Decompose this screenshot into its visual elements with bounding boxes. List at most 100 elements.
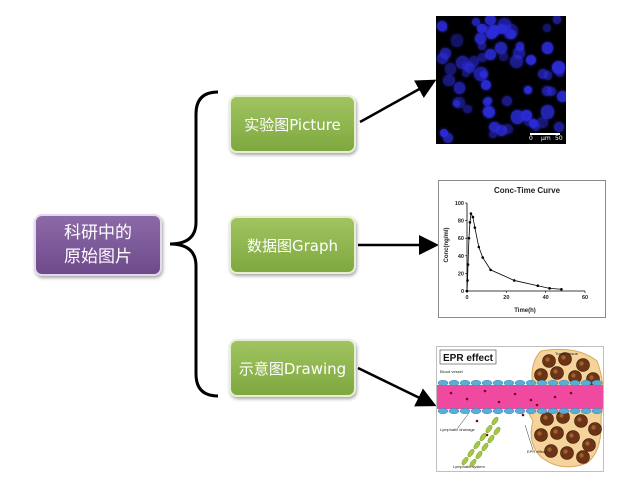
- endothelial-cell: [437, 380, 449, 387]
- chart-data-point: [481, 256, 485, 259]
- cell-nucleus: [453, 82, 466, 95]
- epr-label-drainage: Lymphatic drainage: [440, 427, 476, 432]
- endothelial-cell: [481, 408, 493, 415]
- nanoparticle: [535, 403, 539, 407]
- arrow-drawing: [357, 366, 437, 407]
- endothelium-top: [437, 380, 603, 387]
- cell-nucleus: [537, 116, 548, 128]
- tumor-cell-nucleus: [563, 449, 568, 454]
- nanoparticle: [483, 389, 487, 393]
- cell-nucleus: [495, 42, 508, 55]
- tumor-cell-group: [534, 352, 602, 464]
- cell-nucleus: [509, 54, 524, 69]
- endothelial-cell: [547, 408, 559, 415]
- epr-svg: EPR effect Tumor tissue Blood vessel Lym…: [437, 347, 603, 471]
- scale-bar: [530, 133, 560, 135]
- tumor-cell-nucleus: [537, 371, 542, 376]
- lymphatic-cell: [475, 450, 483, 460]
- tumor-cell-nucleus: [553, 369, 558, 374]
- chart-y-tick-label: 0: [461, 289, 464, 295]
- tumor-cell-nucleus: [547, 447, 552, 452]
- epr-pointer-drainage: [456, 412, 470, 430]
- endothelial-cell: [580, 408, 592, 415]
- cell-nucleus: [477, 53, 487, 63]
- endothelial-cell: [514, 408, 526, 415]
- cell-nucleus: [471, 17, 480, 26]
- tumor-cell-nucleus: [559, 413, 564, 418]
- cell-nucleus: [515, 42, 524, 51]
- cell-nucleus: [474, 32, 486, 44]
- endothelial-cell: [525, 408, 537, 415]
- tumor-cell-nucleus: [561, 355, 566, 360]
- blood-stream: [437, 385, 603, 409]
- root-node: 科研中的 原始图片: [34, 214, 162, 276]
- branch-drawing: 示意图Drawing: [229, 339, 356, 397]
- lymphatic-cell: [493, 426, 501, 436]
- lymphatic-cell: [479, 432, 487, 442]
- nanoparticle: [521, 413, 525, 417]
- chart-x-tick-label: 60: [582, 295, 588, 301]
- chart-y-tick-label: 100: [455, 201, 464, 207]
- endothelial-cell: [492, 408, 504, 415]
- branch-drawing-label: 示意图Drawing: [238, 359, 347, 378]
- tumor-cell-nucleus: [545, 357, 550, 362]
- nanoparticle: [553, 395, 557, 399]
- nanoparticle-group: [449, 389, 573, 437]
- lymphatic-cell: [469, 458, 477, 468]
- epr-label-vessel: Blood vessel: [440, 369, 463, 374]
- endothelial-cell: [569, 380, 581, 387]
- endothelial-cell: [536, 380, 548, 387]
- endothelial-cell: [470, 408, 482, 415]
- chart-ylabel: Conc(ng/ml): [444, 228, 450, 263]
- endothelial-cell: [481, 380, 493, 387]
- cell-nucleus: [537, 68, 549, 80]
- cell-nucleus: [499, 52, 508, 61]
- endothelial-cell: [503, 380, 515, 387]
- cell-nucleus: [437, 21, 447, 31]
- lymphatic-cell: [467, 448, 475, 458]
- scale-label-unit: μm: [541, 135, 551, 142]
- chart-data-point: [466, 279, 469, 282]
- cell-nucleus: [482, 97, 492, 107]
- cell-nucleus: [506, 30, 516, 39]
- cell-nucleus: [463, 104, 473, 114]
- cell-nucleus: [485, 24, 498, 38]
- endothelial-cell: [492, 380, 504, 387]
- lymphatic-cell: [491, 416, 499, 426]
- chart-y-tick-label: 40: [458, 254, 464, 260]
- arrow-picture: [359, 79, 437, 124]
- epr-label-lymph: Lymphatic system: [453, 464, 486, 469]
- chart-xlabel: Time(h): [514, 308, 536, 314]
- root-line-1: 科研中的: [64, 223, 132, 243]
- cell-nucleus: [485, 16, 496, 26]
- endothelial-cell: [459, 380, 471, 387]
- endothelial-cell: [591, 380, 603, 387]
- cell-nucleus: [524, 117, 533, 126]
- chart-data-point: [489, 268, 492, 272]
- epr-title-box: [439, 349, 497, 365]
- endothelial-cell: [448, 380, 460, 387]
- endothelial-cell: [525, 380, 537, 387]
- branch-graph-label: 数据图Graph: [246, 236, 338, 255]
- cell-nucleus: [510, 110, 525, 124]
- micrograph-image: 0 μm 50: [436, 16, 566, 144]
- nanoparticle: [569, 391, 573, 395]
- endothelial-cell: [536, 408, 548, 415]
- endothelial-cell: [569, 408, 581, 415]
- lymphatic-vessel: [461, 416, 501, 468]
- cell-nucleus: [440, 48, 451, 59]
- cell-nucleus: [552, 16, 562, 24]
- cell-nucleus: [450, 34, 464, 47]
- epr-label-efflux: EPR effect: [527, 449, 547, 454]
- cell-nucleus: [480, 79, 491, 90]
- tumor-cell-nucleus: [553, 429, 558, 434]
- tumor-cell-nucleus: [589, 375, 594, 380]
- branch-picture-label: 实验图Picture: [244, 115, 341, 134]
- tumor-cell-nucleus: [577, 417, 582, 422]
- cell-nucleus: [461, 61, 472, 72]
- nanoparticle: [529, 398, 533, 402]
- cell-nucleus: [532, 123, 541, 132]
- chart-data-point: [536, 284, 540, 288]
- endothelial-cell: [547, 380, 559, 387]
